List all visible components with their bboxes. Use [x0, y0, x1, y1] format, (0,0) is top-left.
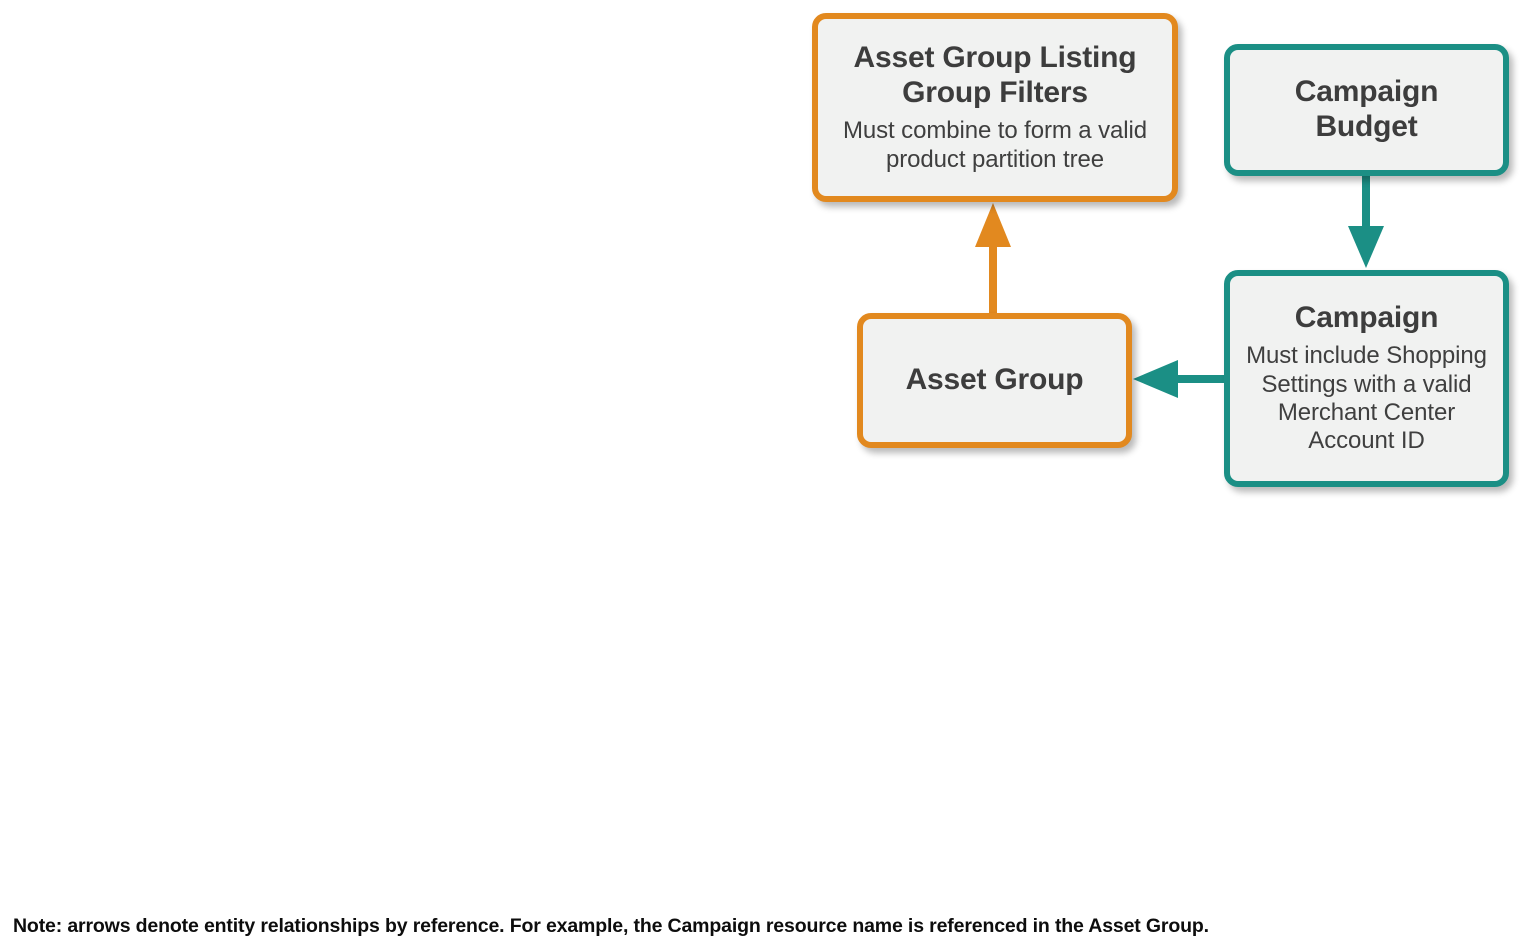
diagram-footnote: Note: arrows denote entity relationships… — [13, 915, 1209, 937]
node-title: Asset Group Listing Group Filters — [853, 40, 1137, 109]
node-title: Campaign — [1294, 301, 1439, 335]
node-asset-group-listing-group-filters[interactable]: Asset Group Listing Group Filters Must c… — [812, 13, 1178, 202]
node-asset-group[interactable]: Asset Group — [857, 313, 1132, 448]
node-subtitle: Must include Shopping Settings with a va… — [1246, 342, 1487, 455]
node-title: Asset Group — [905, 363, 1084, 397]
edge-campaign-budget-to-campaign-icon — [1348, 176, 1384, 268]
node-campaign-budget[interactable]: Campaign Budget — [1224, 44, 1509, 176]
node-title: Campaign Budget — [1294, 75, 1439, 143]
node-subtitle: Must combine to form a valid product par… — [843, 117, 1147, 173]
edge-campaign-to-asset-group-icon — [1133, 360, 1224, 398]
edge-asset-group-to-filters-icon — [975, 203, 1011, 313]
node-campaign[interactable]: Campaign Must include Shopping Settings … — [1224, 270, 1509, 487]
